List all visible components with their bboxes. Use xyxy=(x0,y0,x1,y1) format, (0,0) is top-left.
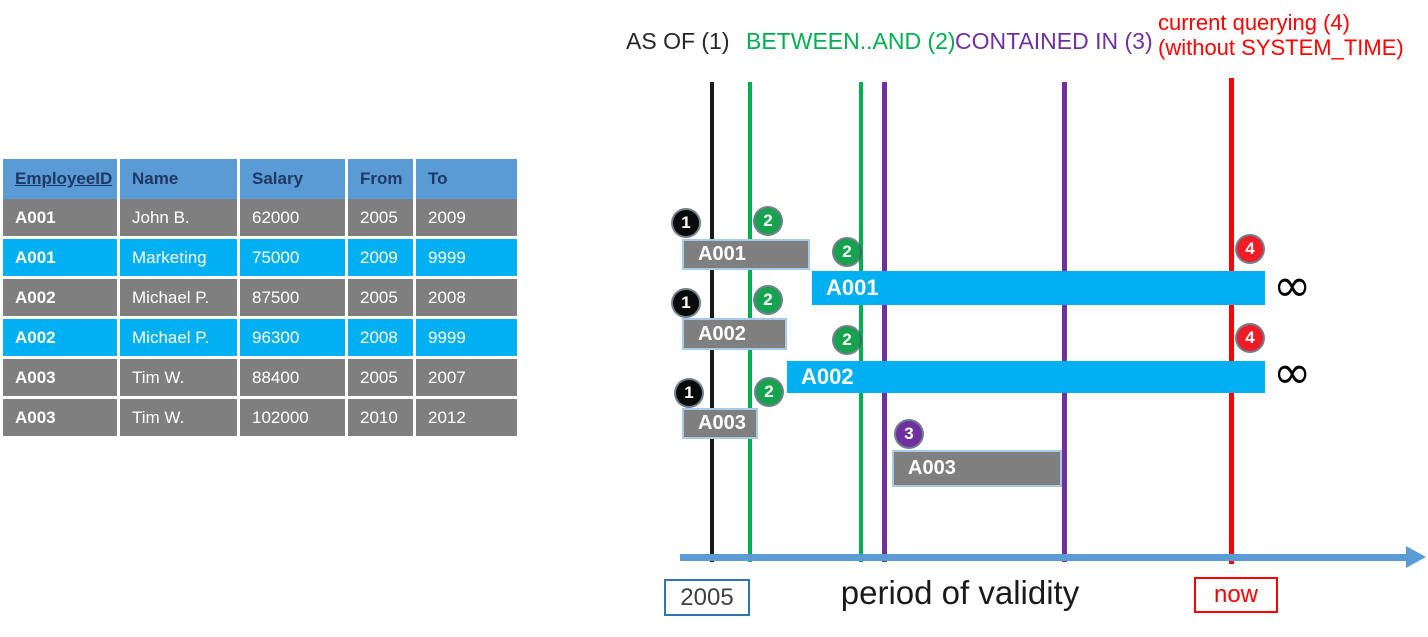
legend-as-of: AS OF (1) xyxy=(626,28,730,54)
legend-contained-in: CONTAINED IN (3) xyxy=(955,28,1153,54)
legend-between-and: BETWEEN..AND (2) xyxy=(746,28,956,54)
table-cell: A003 xyxy=(3,359,117,396)
table-cell: 2012 xyxy=(416,399,517,436)
axis-now-box: now xyxy=(1194,577,1278,613)
table-cell: 2009 xyxy=(416,199,517,236)
table-cell: A002 xyxy=(3,279,117,316)
table-cell: 2007 xyxy=(416,359,517,396)
table-cell: 2008 xyxy=(348,319,413,356)
table-cell: 2005 xyxy=(348,199,413,236)
table-cell: 102000 xyxy=(240,399,345,436)
badge-2: 2 xyxy=(834,239,860,265)
table-cell: 87500 xyxy=(240,279,345,316)
validity-bar-a003-old: A003 xyxy=(682,408,758,439)
table-cell: 9999 xyxy=(416,319,517,356)
time-axis xyxy=(680,554,1408,561)
table-cell: Tim W. xyxy=(120,359,237,396)
table-cell: 88400 xyxy=(240,359,345,396)
validity-bar-a002-old: A002 xyxy=(682,318,787,350)
badge-2: 2 xyxy=(755,208,781,234)
legend-current-querying-line2: (without SYSTEM_TIME) xyxy=(1158,35,1404,60)
legend-current-querying-line1: current querying (4) xyxy=(1158,10,1350,35)
badge-4: 4 xyxy=(1237,236,1263,262)
table-cell: 2010 xyxy=(348,399,413,436)
contained-end-line xyxy=(1062,82,1067,562)
table-cell: Michael P. xyxy=(120,319,237,356)
badge-2: 2 xyxy=(756,379,782,405)
badge-1: 1 xyxy=(673,210,699,236)
infinity-icon: ∞ xyxy=(1273,258,1312,312)
badge-1: 1 xyxy=(676,380,702,406)
axis-start-year-box: 2005 xyxy=(664,579,750,616)
badge-3: 3 xyxy=(896,421,922,447)
table-cell: John B. xyxy=(120,199,237,236)
table-cell: 2005 xyxy=(348,359,413,396)
time-axis-arrowhead-icon xyxy=(1406,546,1426,568)
table-cell: 9999 xyxy=(416,239,517,276)
column-header-employeeid-label: EmployeeID xyxy=(15,169,113,188)
legend-current-querying: current querying (4) (without SYSTEM_TIM… xyxy=(1158,10,1404,60)
table-cell: Marketing xyxy=(120,239,237,276)
table-cell: A002 xyxy=(3,319,117,356)
badge-4: 4 xyxy=(1237,325,1263,351)
table-cell: 2008 xyxy=(416,279,517,316)
validity-bar-a001-current: A001 xyxy=(812,271,1265,305)
axis-title: period of validity xyxy=(840,574,1080,611)
table-cell: A001 xyxy=(3,199,117,236)
badge-1: 1 xyxy=(673,290,699,316)
validity-bar-a001-old: A001 xyxy=(682,239,810,270)
table-cell: A003 xyxy=(3,399,117,436)
employee-history-table: EmployeeID Name Salary From To A001 John… xyxy=(3,159,517,436)
table-cell: 75000 xyxy=(240,239,345,276)
validity-bar-a003-second: A003 xyxy=(892,450,1062,487)
current-querying-line xyxy=(1229,78,1234,564)
between-end-line xyxy=(859,82,863,562)
validity-bar-a002-current: A002 xyxy=(787,361,1265,393)
infinity-icon: ∞ xyxy=(1273,345,1312,399)
badge-2: 2 xyxy=(755,287,781,313)
badge-2: 2 xyxy=(834,327,860,353)
table-cell: Michael P. xyxy=(120,279,237,316)
table-cell: A001 xyxy=(3,239,117,276)
table-cell: Tim W. xyxy=(120,399,237,436)
table-cell: 96300 xyxy=(240,319,345,356)
table-cell: 2009 xyxy=(348,239,413,276)
contained-start-line xyxy=(882,82,887,562)
table-cell: 62000 xyxy=(240,199,345,236)
table-cell: 2005 xyxy=(348,279,413,316)
